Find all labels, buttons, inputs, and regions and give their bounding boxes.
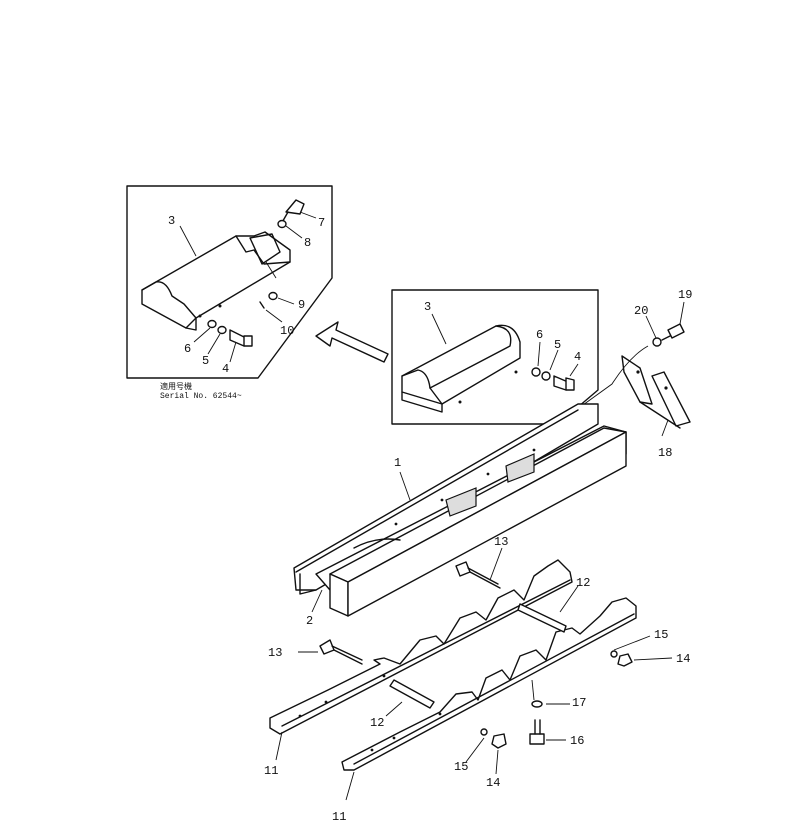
left-washer-9: [268, 291, 278, 301]
callout-14-upper: 14: [676, 652, 690, 666]
lower-leaders: [275, 547, 673, 801]
callout-6-mid: 6: [536, 328, 543, 342]
callout-14-lower: 14: [486, 776, 500, 790]
callout-7: 7: [318, 216, 325, 230]
left-fasteners-4-5-6: [207, 319, 253, 347]
left-washer-8: [277, 219, 287, 229]
washer-15-lower: [480, 728, 488, 736]
callout-labels: 3 7 8 9 10 6 5 4 適用号機 Serial No. 62544~ …: [160, 214, 692, 822]
callout-4-mid: 4: [574, 350, 581, 364]
bolt-13-lower: [319, 639, 363, 665]
bolt-16: [529, 719, 545, 745]
guard-part-11-lower: [341, 597, 637, 771]
callout-6-left: 6: [184, 342, 191, 356]
direction-arrow: [315, 321, 389, 363]
callout-4-left: 4: [222, 362, 229, 376]
left-pin-10: [259, 301, 265, 309]
callout-2: 2: [306, 614, 313, 628]
callout-9: 9: [298, 298, 305, 312]
frame-part-1: [293, 403, 627, 617]
callout-18: 18: [658, 446, 672, 460]
callout-17: 17: [572, 696, 586, 710]
callout-15-upper: 15: [654, 628, 668, 642]
callout-1: 1: [394, 456, 401, 470]
left-cover-part: [141, 231, 291, 331]
middle-leaders: [431, 313, 579, 377]
callout-10: 10: [280, 324, 294, 338]
washer-17: [531, 700, 543, 708]
callout-13-upper: 13: [494, 535, 508, 549]
nut-14-lower: [491, 733, 507, 749]
callout-12-upper: 12: [576, 576, 590, 590]
callout-16: 16: [570, 734, 584, 748]
callout-8: 8: [304, 236, 311, 250]
serial-note-number: Serial No. 62544~: [160, 392, 242, 401]
callout-3-left: 3: [168, 214, 175, 228]
callout-5-mid: 5: [554, 338, 561, 352]
left-leaders: [179, 211, 317, 363]
callout-12-lower: 12: [370, 716, 384, 730]
bracket-leaders: [575, 301, 685, 437]
middle-fasteners-4-5-6: [531, 367, 575, 391]
callout-3-mid: 3: [424, 300, 431, 314]
pin-12-lower: [389, 679, 435, 709]
washer-15-upper: [610, 650, 618, 658]
callout-20: 20: [634, 304, 648, 318]
washer-20: [652, 337, 662, 347]
serial-note-title: 適用号機: [160, 381, 192, 392]
frame-leaders: [311, 471, 411, 613]
nut-14-upper: [617, 653, 633, 667]
bolt-13-upper: [455, 561, 501, 589]
middle-cover-part: [401, 324, 521, 413]
callout-13-lower: 13: [268, 646, 282, 660]
callout-5-left: 5: [202, 354, 209, 368]
callout-11-upper: 11: [264, 764, 278, 778]
callout-19: 19: [678, 288, 692, 302]
callout-15-lower: 15: [454, 760, 468, 774]
left-inset-panel: [126, 185, 333, 379]
bracket-part-18: [621, 355, 691, 429]
bolt-19: [661, 323, 685, 341]
pin-12-upper: [517, 603, 567, 633]
callout-11-lower: 11: [332, 810, 346, 822]
